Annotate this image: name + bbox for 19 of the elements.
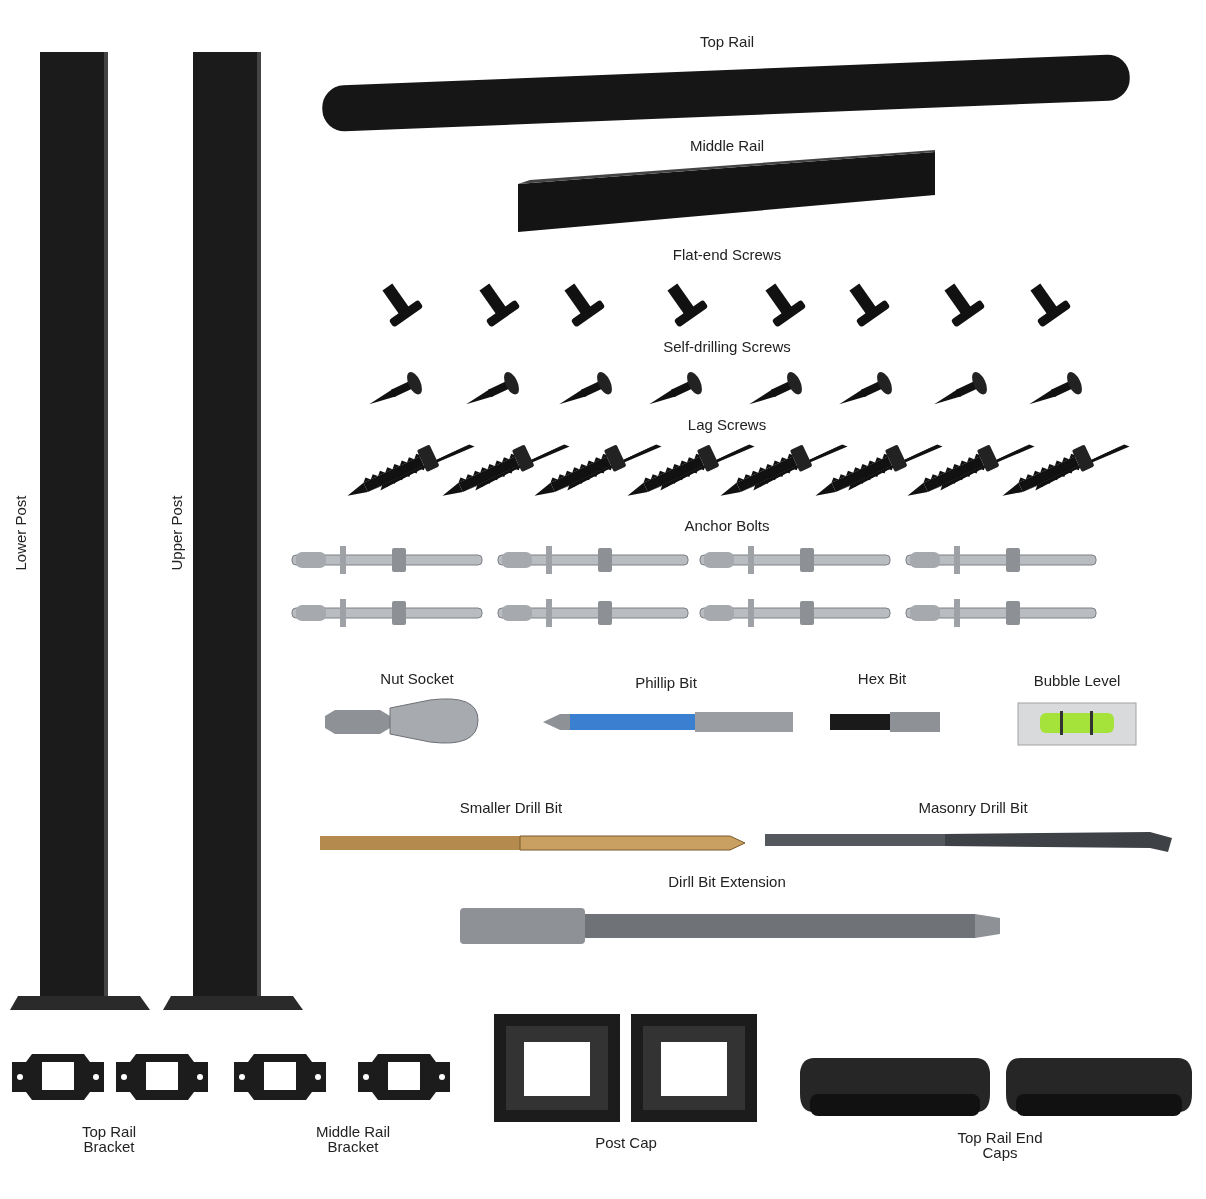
part-label: Anchor Bolts <box>684 518 770 533</box>
part-label: Phillip Bit <box>635 675 697 690</box>
part-label: Masonry Drill Bit <box>918 800 1028 815</box>
part-label: Dirll Bit Extension <box>668 874 786 889</box>
part-label: Upper Post <box>168 495 184 571</box>
part-label: Bubble Level <box>1033 673 1121 688</box>
part-label: Middle Rail <box>689 138 765 153</box>
part-label: Flat-end Screws <box>672 247 782 262</box>
part-label: Post Cap <box>595 1135 657 1150</box>
part-label: Top Rail Bracket <box>80 1124 138 1154</box>
part-label: Hex Bit <box>857 671 907 686</box>
part-label: Lag Screws <box>687 417 767 432</box>
part-label: Middle Rail Bracket <box>314 1124 392 1154</box>
part-label: Self-drilling Screws <box>663 339 791 354</box>
part-label: Lower Post <box>12 495 28 571</box>
part-label: Nut Socket <box>380 671 454 686</box>
part-label: Top Rail End Caps <box>956 1130 1044 1160</box>
part-label: Smaller Drill Bit <box>459 800 563 815</box>
part-label: Top Rail <box>699 34 755 49</box>
